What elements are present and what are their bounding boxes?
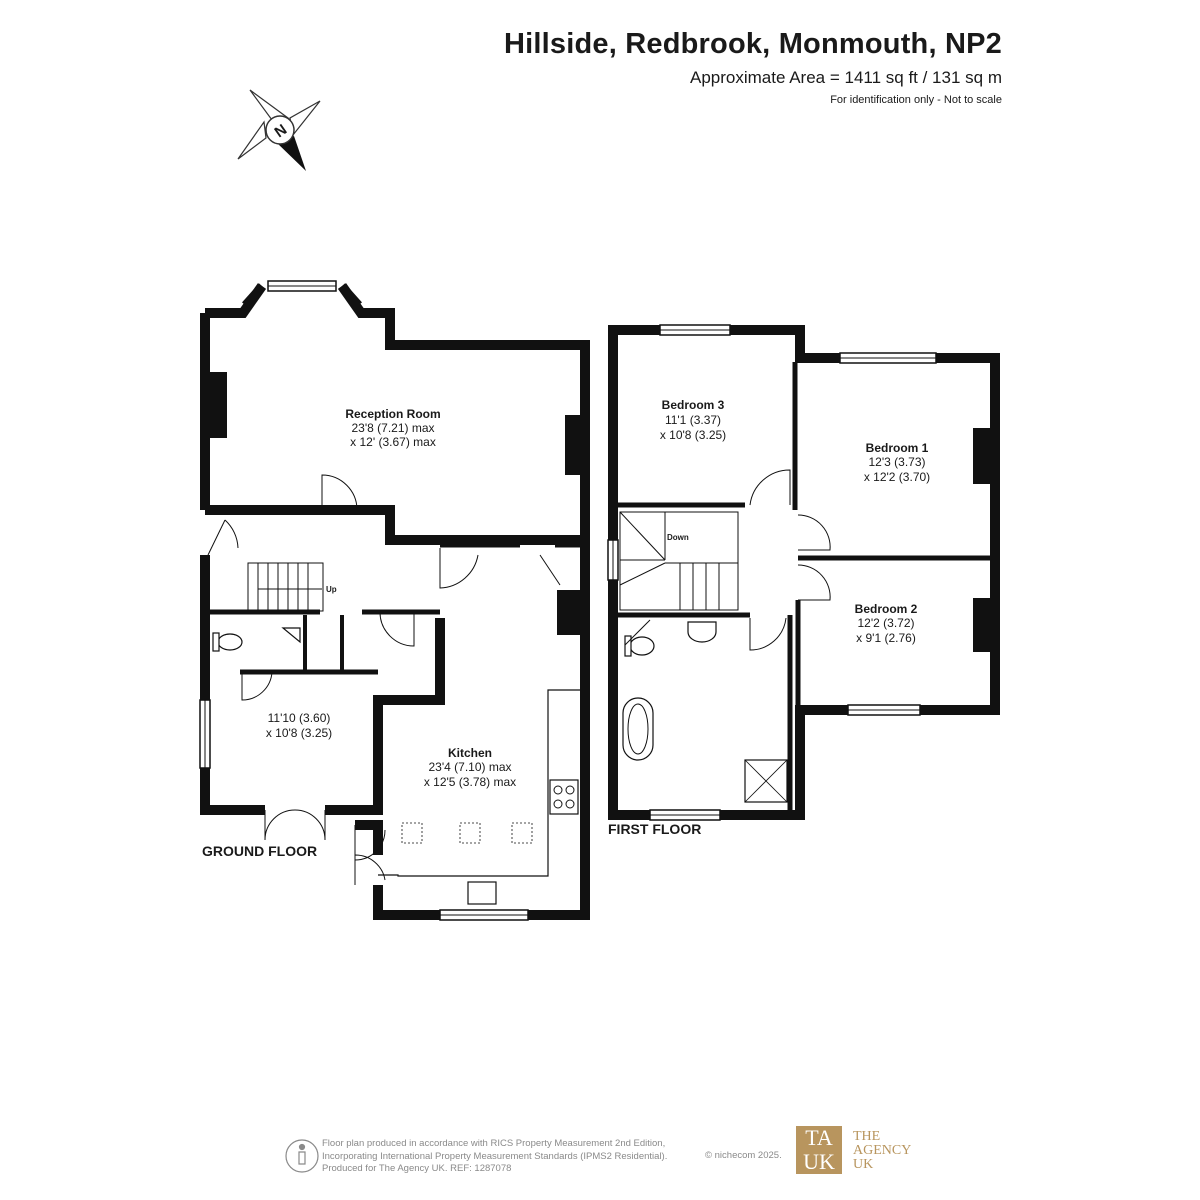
room-dim-bedroom-2-1: 12'2 (3.72) — [858, 616, 915, 630]
footer-line-2: Incorporating International Property Mea… — [322, 1150, 668, 1162]
stair-up-label: Up — [326, 585, 337, 594]
scale-note: For identification only - Not to scale — [830, 94, 1002, 106]
room-dim-bedroom-3-1: 11'1 (3.37) — [665, 413, 721, 427]
brand-line-2: AGENCY — [853, 1143, 912, 1158]
ground-floor-label: GROUND FLOOR — [202, 843, 317, 859]
room-dim-reception-2: x 12' (3.67) max — [350, 435, 436, 449]
room-name-kitchen: Kitchen — [448, 746, 492, 760]
hall-and-study-walls — [200, 555, 445, 815]
accessibility-person-icon — [285, 1139, 319, 1173]
kitchen-walls — [355, 545, 590, 920]
first-floor-plan — [607, 324, 1000, 821]
room-dim-bedroom-3-2: x 10'8 (3.25) — [660, 428, 726, 442]
room-name-reception: Reception Room — [345, 407, 440, 421]
room-name-bedroom-2: Bedroom 2 — [855, 602, 918, 616]
room-dim-kitchen-2: x 12'5 (3.78) max — [424, 775, 516, 789]
room-dim-bedroom-1-1: 12'3 (3.73) — [869, 455, 926, 469]
ground-floor-labels: Reception Room 23'8 (7.21) max x 12' (3.… — [202, 407, 516, 859]
room-dim-reception-1: 23'8 (7.21) max — [352, 421, 435, 435]
compass-icon: N — [237, 89, 321, 171]
room-dim-bedroom-1-2: x 12'2 (3.70) — [864, 470, 930, 484]
brand-line-1: THE — [853, 1129, 881, 1144]
footer-line-3: Produced for The Agency UK. REF: 1287078 — [322, 1163, 512, 1174]
room-name-bedroom-1: Bedroom 1 — [866, 441, 929, 455]
room-dim-study-1: 11'10 (3.60) — [268, 711, 331, 725]
brand-name: THE AGENCY UK — [853, 1130, 911, 1172]
room-dim-bedroom-2-2: x 9'1 (2.76) — [856, 631, 916, 645]
ground-floor-plan — [199, 280, 590, 921]
brand-logo-mark: TA UK — [796, 1126, 842, 1174]
first-floor-label: FIRST FLOOR — [608, 821, 701, 837]
brand-mark-bottom: UK — [803, 1149, 835, 1174]
property-title: Hillside, Redbrook, Monmouth, NP2 — [503, 28, 1002, 60]
footer-line-1: Floor plan produced in accordance with R… — [322, 1138, 666, 1149]
brand-line-3: UK — [853, 1157, 874, 1172]
footer-disclaimer: Floor plan produced in accordance with R… — [322, 1138, 667, 1176]
first-floor-labels: Bedroom 3 11'1 (3.37) x 10'8 (3.25) Bedr… — [608, 398, 930, 837]
room-name-bedroom-3: Bedroom 3 — [662, 398, 725, 412]
copyright-text: © nichecom 2025. — [705, 1150, 782, 1161]
room-dim-study-2: x 10'8 (3.25) — [266, 726, 332, 740]
stair-down-label: Down — [667, 533, 689, 542]
approximate-area: Approximate Area = 1411 sq ft / 131 sq m — [689, 68, 1002, 87]
room-dim-kitchen-1: 23'4 (7.10) max — [429, 760, 512, 774]
brand-mark-top: TA — [805, 1125, 833, 1150]
